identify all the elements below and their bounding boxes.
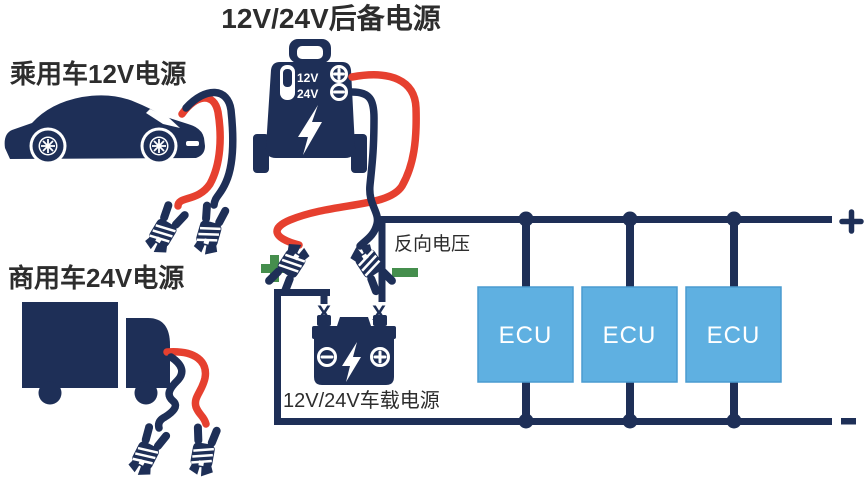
diagram-title: 12V/24V后备电源 [221, 3, 440, 34]
ecu-label-3: ECU [707, 322, 761, 349]
truck-red-cable [163, 348, 210, 428]
backup-device-cables [261, 71, 420, 299]
jumper-clamp [188, 198, 233, 260]
negative-polarity-sign [392, 268, 418, 277]
battery-terminal [373, 315, 387, 326]
ecu-nodes: ECU ECU ECU [477, 286, 782, 383]
truck-wheel [38, 381, 62, 405]
positive-bus-sign [839, 209, 864, 234]
reverse-voltage-label: 反向电压 [394, 233, 470, 255]
car-grille [186, 141, 199, 146]
jumper-clamp [183, 420, 224, 480]
battery-terminal [317, 315, 331, 326]
device-wheel [253, 134, 269, 173]
clamp-polarity-signs [261, 255, 418, 282]
device-12v-label: 12V [297, 71, 318, 85]
device-24v-label: 24V [297, 87, 318, 101]
car-wheel [143, 130, 175, 162]
junction-dot [518, 413, 534, 429]
battery-handle [337, 317, 371, 326]
vehicle-battery-icon: X X [312, 302, 396, 385]
car-wheel [32, 130, 64, 162]
truck-cab [126, 318, 170, 388]
backup-power-device-icon: 12V 24V [253, 39, 367, 173]
negative-bus-wire [274, 289, 832, 425]
junction-dot [518, 211, 534, 227]
truck-black-cable [154, 353, 186, 432]
commercial-truck-icon [22, 302, 170, 405]
negative-bus-sign [841, 418, 856, 425]
lightning-bolt-icon [342, 342, 361, 382]
device-minus-terminal-icon [330, 83, 348, 101]
battery-lid [312, 326, 396, 339]
jumper-clamp [138, 197, 193, 260]
vehicle-battery-label: 12V/24V车载电源 [283, 389, 440, 412]
truck-box [22, 302, 118, 388]
passenger-car-label: 乘用车12V电源 [9, 59, 186, 89]
passenger-car-icon [4, 95, 205, 165]
battery-plus-icon [370, 347, 390, 367]
ecu-label-1: ECU [499, 322, 553, 349]
car-jumper-cables [138, 88, 237, 260]
junction-dot [622, 413, 638, 429]
car-window [146, 109, 180, 128]
battery-minus-icon [317, 347, 337, 367]
ecu-box-1 [477, 286, 574, 383]
ecu-box-2 [581, 286, 678, 383]
car-black-cable [182, 88, 237, 209]
backup-black-cable [348, 88, 382, 250]
device-wheel [351, 134, 367, 173]
junction-dot [726, 211, 742, 227]
ecu-label-2: ECU [603, 322, 657, 349]
backup-red-cable [273, 71, 420, 249]
positive-polarity-sign [261, 255, 288, 282]
disconnect-x-right: X [372, 302, 386, 325]
jumper-clamp-negative [344, 236, 400, 299]
ecu-box-3 [685, 286, 782, 383]
device-plus-terminal-icon [330, 65, 348, 83]
truck-wheel [134, 381, 158, 405]
junction-dot [726, 413, 742, 429]
commercial-vehicle-label: 商用车24V电源 [8, 263, 184, 293]
lightning-bolt-icon [298, 105, 322, 155]
disconnect-x-left: X [317, 302, 331, 325]
truck-jumper-cables [122, 348, 224, 480]
jumper-clamp [122, 419, 174, 480]
junction-dot [622, 211, 638, 227]
